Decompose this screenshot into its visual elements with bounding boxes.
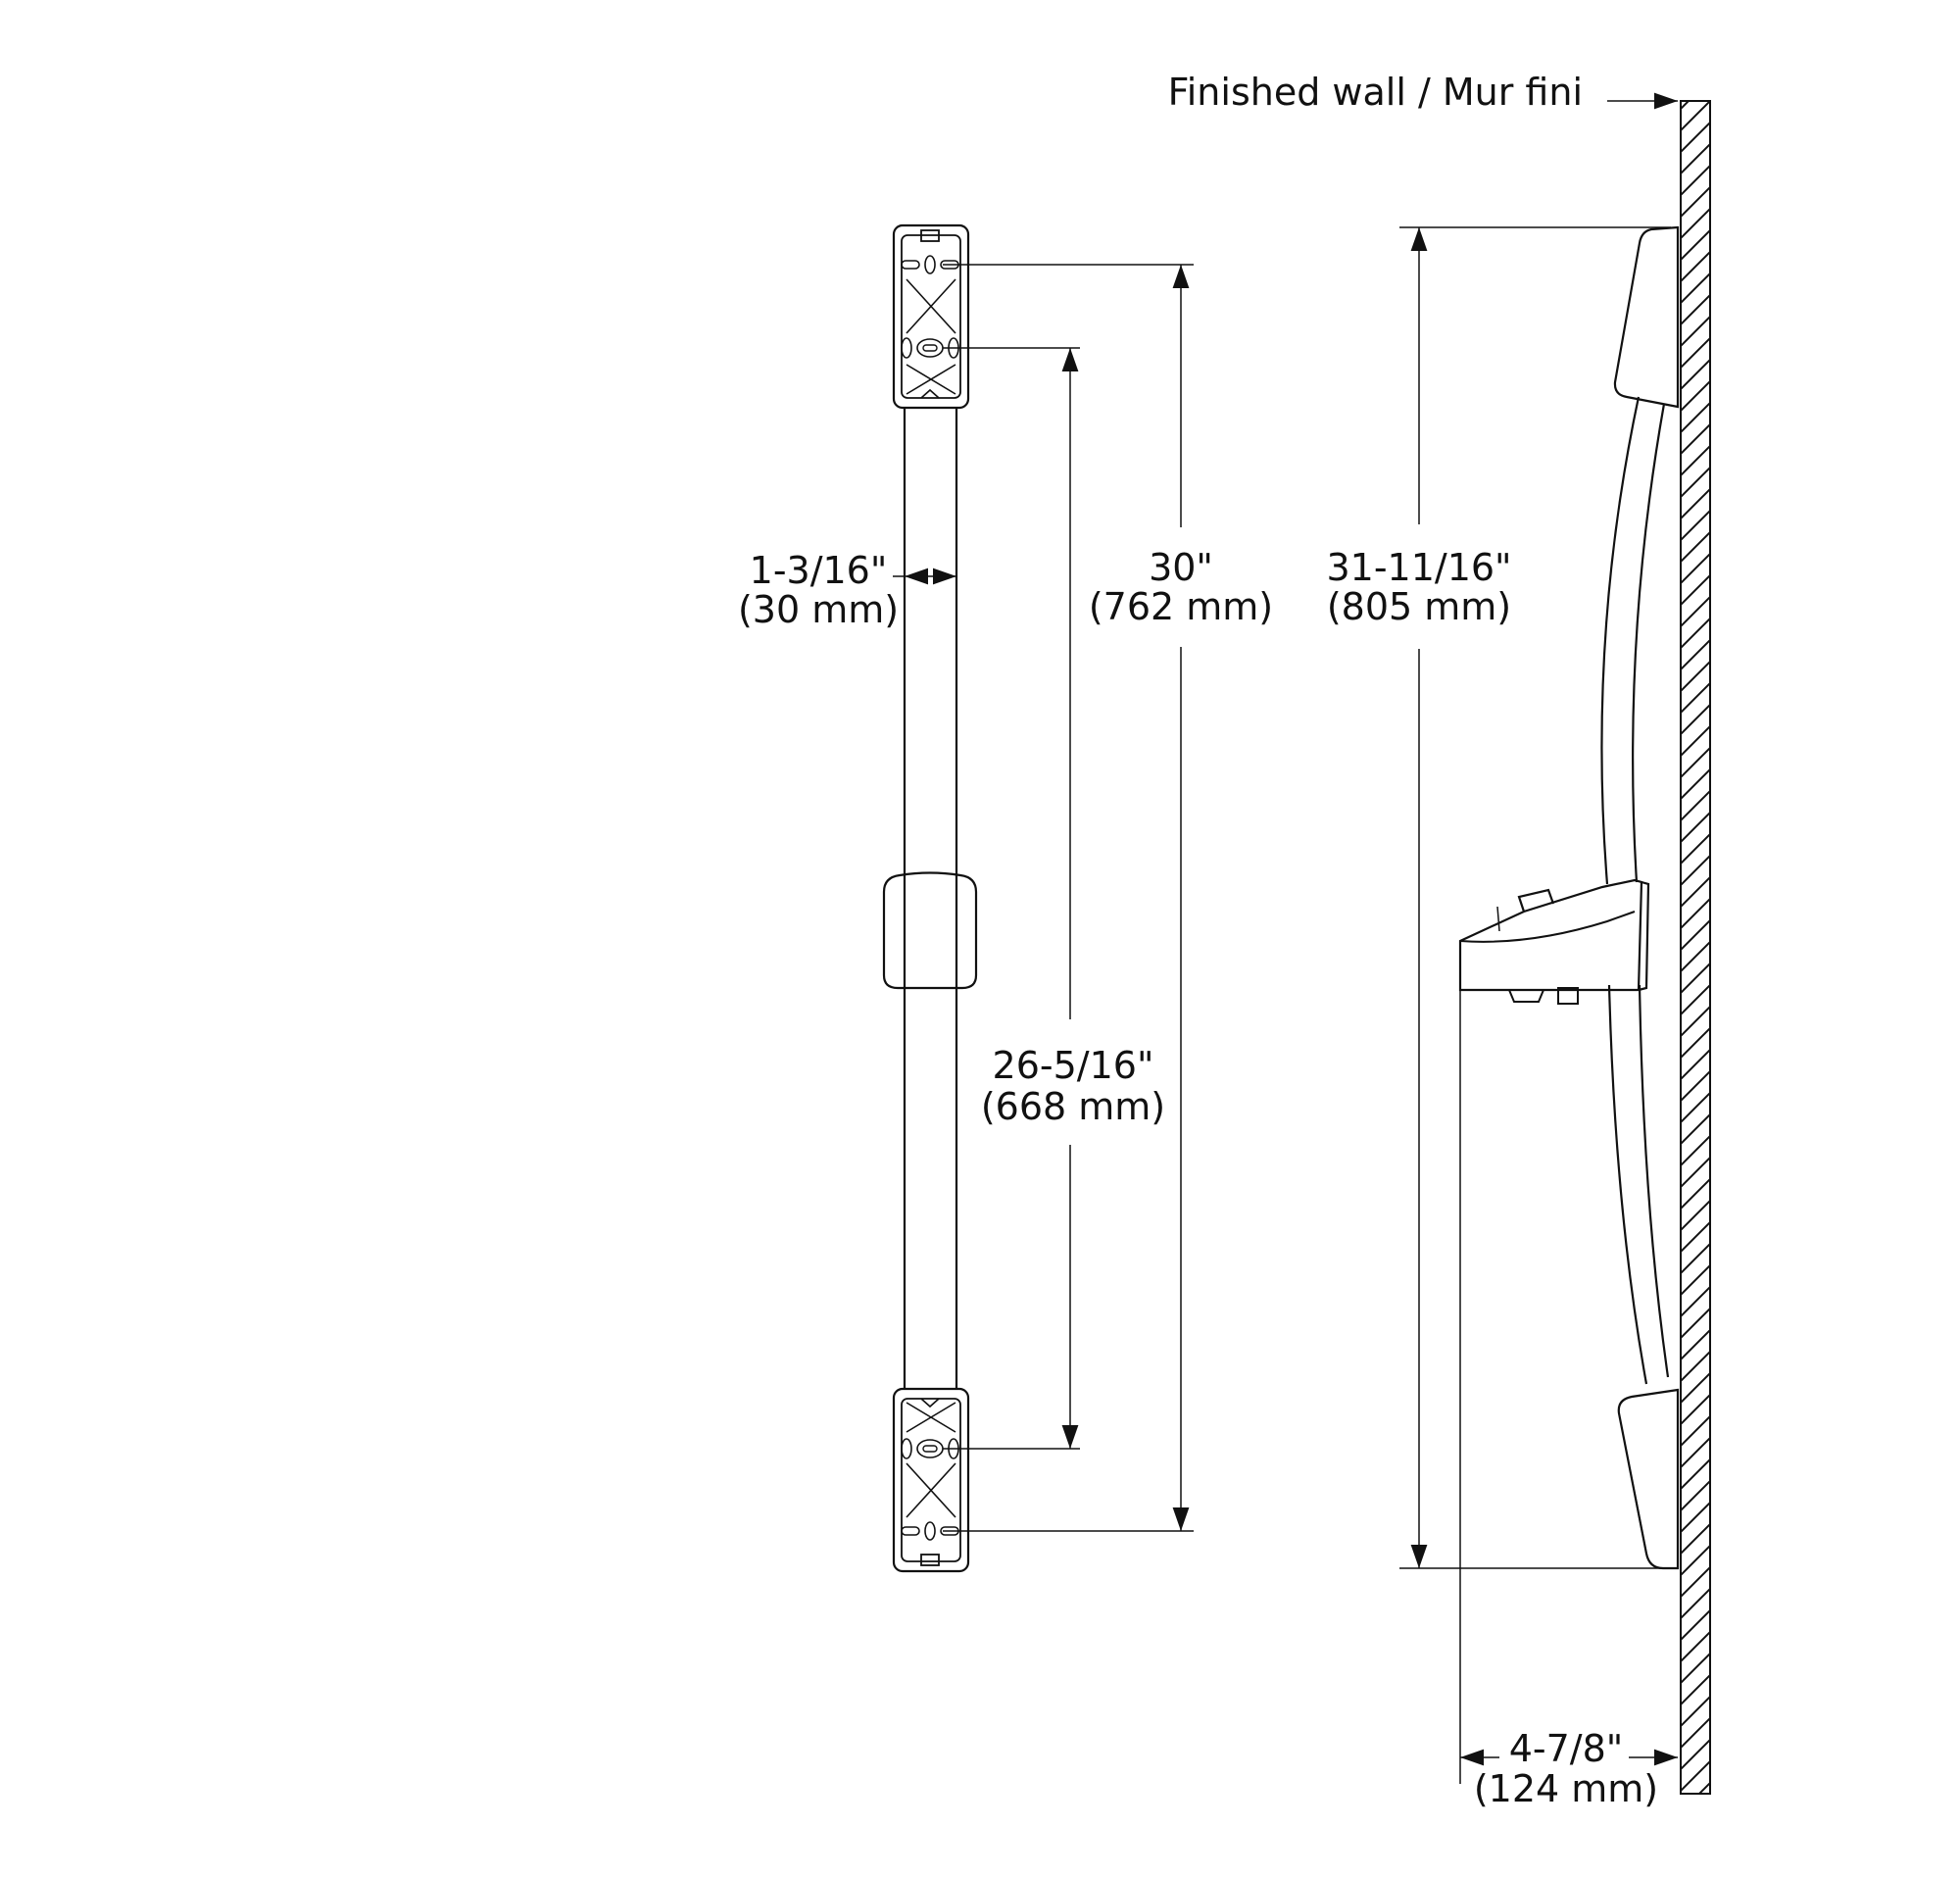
dimension-inner-holes: 26-5/16" (668 mm): [943, 347, 1165, 1450]
bottom-mounting-bracket: [892, 1387, 970, 1573]
finished-wall-label: Finished wall / Mur fini: [1168, 71, 1583, 114]
lower-wall-bracket: [1617, 1388, 1680, 1570]
top-mounting-bracket: [892, 223, 970, 410]
bar-width-imperial: 1-3/16": [750, 549, 888, 592]
front-view: [882, 223, 978, 1573]
curved-rail: [1600, 396, 1670, 1385]
side-view: Finished wall / Mur fini: [1168, 71, 1711, 1795]
slider-holder: [882, 871, 978, 990]
bar-tube: [903, 407, 958, 1389]
dimension-overall-height: 31-11/16" (805 mm): [1326, 226, 1671, 1569]
projection-metric: (124 mm): [1474, 1767, 1658, 1810]
upper-wall-bracket: [1613, 225, 1680, 409]
overall-height-imperial: 31-11/16": [1326, 546, 1511, 589]
inner-holes-metric: (668 mm): [981, 1085, 1165, 1128]
slider-holder-side: [1458, 878, 1650, 1005]
outer-holes-imperial: 30": [1149, 546, 1213, 589]
bar-width-metric: (30 mm): [738, 588, 899, 631]
finished-wall-hatch: [1680, 100, 1711, 1795]
dimension-projection: 4-7/8" (124 mm): [1459, 946, 1678, 1810]
overall-height-metric: (805 mm): [1327, 585, 1511, 628]
projection-imperial: 4-7/8": [1509, 1727, 1624, 1770]
outer-holes-metric: (762 mm): [1089, 585, 1273, 628]
inner-holes-imperial: 26-5/16": [993, 1044, 1154, 1087]
dimension-outer-holes: 30" (762 mm): [943, 264, 1273, 1532]
dimension-bar-width: 1-3/16" (30 mm): [738, 549, 957, 632]
